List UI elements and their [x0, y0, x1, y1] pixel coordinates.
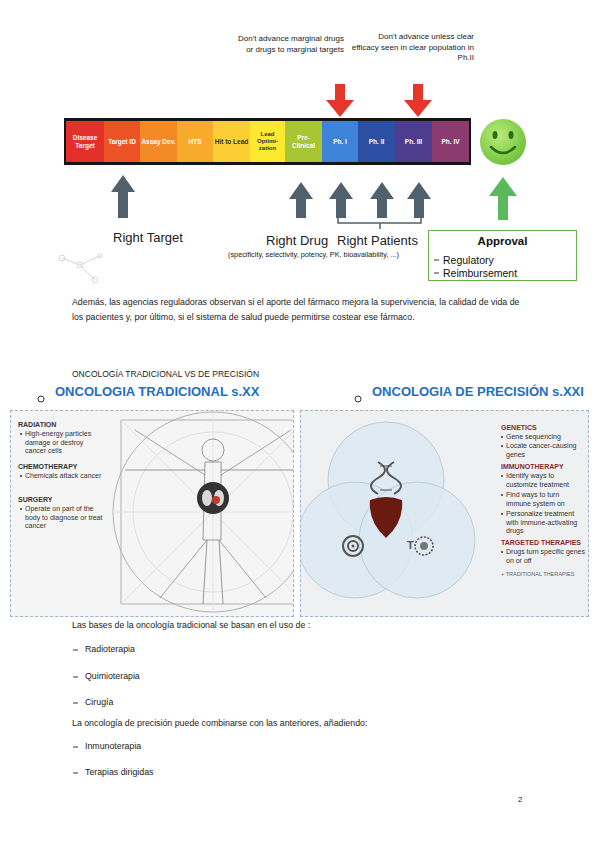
panel-item: Drugs turn specific genes on or off — [506, 548, 586, 565]
list-item: Reimbursement — [443, 267, 573, 279]
panel-item: Identify ways to customize treatment — [506, 472, 586, 489]
body-text: Además, las agencias reguladoras observa… — [72, 295, 530, 325]
section-bullet — [38, 396, 44, 402]
list-item: Radioterapia — [85, 644, 285, 654]
pipeline-stage: Ph. III — [395, 121, 432, 162]
page-number: 2 — [518, 795, 538, 804]
up-arrow — [111, 175, 431, 218]
pipeline-stage: Ph. IV — [432, 121, 469, 162]
body-text: La oncología de precisión puede combinar… — [72, 718, 522, 728]
box-heading: Approval — [429, 235, 576, 247]
panel-item: High-energy particles damage or destroy … — [25, 430, 105, 456]
bullet-dot — [20, 475, 22, 477]
smiley-face — [480, 119, 526, 165]
stage-label: Pre-Clinical — [286, 134, 321, 149]
stage-label: Ph. III — [405, 138, 422, 145]
bullet-dot — [501, 551, 503, 553]
axis-label: Right Patients — [337, 233, 429, 248]
bullet-dot — [501, 436, 503, 438]
pipeline-stage: Disease Target — [66, 121, 104, 162]
bullet-dot — [20, 433, 22, 435]
panel-subheading: SURGERY — [18, 496, 106, 505]
icon-letter: T — [407, 539, 419, 551]
pipeline-stage: Hit to Lead — [213, 121, 250, 162]
pipeline-stage: Pre-Clinical — [285, 121, 322, 162]
pipeline-stage: HTS — [177, 121, 213, 162]
stage-label: Lead Optimi- zation — [251, 131, 284, 152]
stage-label: Target ID — [108, 138, 136, 145]
stage-label: Ph. II — [369, 138, 385, 145]
panel-heading: ONCOLOGIA DE PRECISIÓN s.XXI — [372, 384, 599, 399]
body-text: Las bases de la oncología tradicional se… — [72, 620, 512, 630]
illustration-panel: ONCOLOGIA DE PRECISIÓN s.XXIGENETICSGene… — [300, 410, 589, 617]
section-title: ONCOLOGÍA TRADICIONAL VS DE PRECISIÓN — [72, 369, 392, 379]
pipeline-stage: Lead Optimi- zation — [250, 121, 285, 162]
bullet-dot — [501, 494, 503, 496]
approval-box: ApprovalRegulatoryReimbursement — [428, 230, 577, 281]
axis-note: (specificity, selectivity, potency, PK, … — [228, 250, 413, 259]
panel-item: Personalize treatment with immune-activa… — [506, 510, 586, 536]
panel-note: + TRADITIONAL THERAPIES — [501, 571, 587, 578]
pipeline-stage: Ph. I — [322, 121, 358, 162]
panel-item: Operate on part of the body to diagnose … — [25, 505, 105, 531]
panel-item: Locate cancer-causing genes — [506, 442, 586, 459]
list-item: Terapias dirigidas — [85, 767, 285, 777]
list-item: Inmunoterapia — [85, 741, 285, 751]
section-bullet — [355, 396, 361, 402]
bracket — [338, 216, 421, 229]
list-item: Cirugía — [85, 697, 285, 707]
panel-subheading: IMMUNOTHERAPY — [501, 463, 587, 472]
panel-subheading: RADIATION — [18, 421, 106, 430]
panel-subheading: GENETICS — [501, 424, 587, 433]
stage-label: Disease Target — [67, 134, 103, 149]
stage-label: Ph. IV — [441, 138, 459, 145]
annotation: Don't advance unless clear efficacy seen… — [350, 32, 474, 64]
bullet-dot — [501, 475, 503, 477]
panel-heading: ONCOLOGIA TRADICIONAL s.XX — [55, 384, 315, 399]
pipeline-stage: Assay Dev. — [140, 121, 177, 162]
bullet-dot — [501, 513, 503, 515]
illustration-panel: ONCOLOGIA TRADICIONAL s.XXRADIATIONHigh-… — [10, 410, 294, 617]
list-item: Quimioterapia — [85, 671, 285, 681]
panel-item: Find ways to turn immune system on — [506, 491, 586, 508]
annotation: Don't advance marginal drugs or drugs to… — [232, 34, 344, 55]
axis-label: Right Drug — [266, 233, 338, 248]
panel-subheading: TARGETED THERAPIES — [501, 539, 587, 548]
bullet-dot — [501, 445, 503, 447]
pipeline-stage: Target ID — [104, 121, 140, 162]
panel-subheading: CHEMOTHERAPY — [18, 463, 106, 472]
stage-label: Ph. I — [333, 138, 347, 145]
list-item: Regulatory — [443, 254, 573, 266]
panel-item: Chemicals attack cancer — [25, 472, 105, 481]
panel-item: Gene sequencing — [506, 433, 586, 442]
pipeline-stage: Ph. II — [358, 121, 395, 162]
stage-label: HTS — [189, 138, 202, 145]
stage-label: Assay Dev. — [141, 138, 175, 145]
stage-label: Hit to Lead — [215, 138, 249, 145]
green-arrow — [489, 177, 517, 220]
axis-label: Right Target — [113, 230, 208, 245]
molecule-decoration — [59, 254, 102, 283]
bullet-dot — [20, 508, 22, 510]
red-arrow — [326, 84, 432, 117]
